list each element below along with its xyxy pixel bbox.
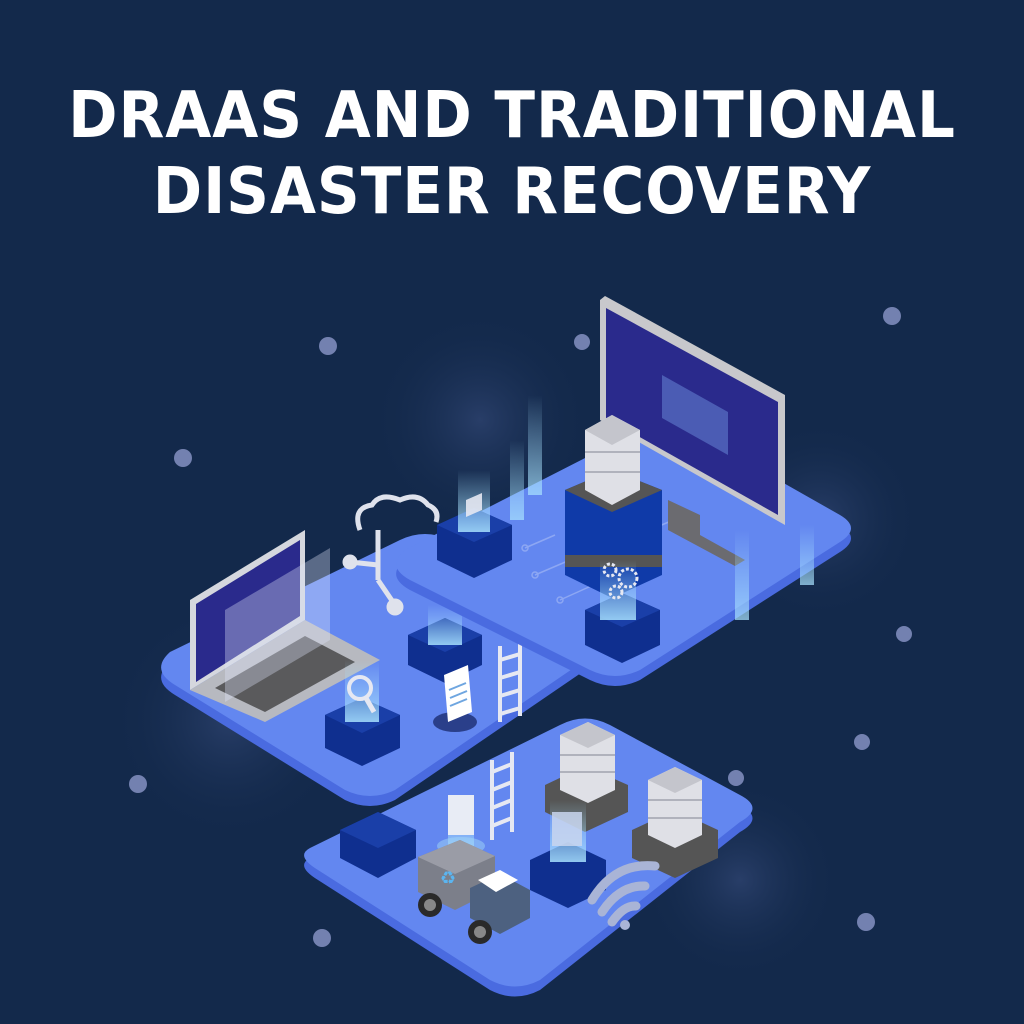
database-server-icon <box>565 415 662 598</box>
glass-block <box>408 605 482 683</box>
cloud-network-icon <box>342 494 440 616</box>
bottom-platform: ♻ <box>304 718 753 997</box>
title-line-2: DISASTER RECOVERY <box>152 155 872 229</box>
svg-text:♻: ♻ <box>440 868 456 889</box>
laptop-icon <box>190 530 380 722</box>
search-icon <box>325 660 400 766</box>
page-title: DRAAS AND TRADITIONAL DISASTER RECOVERY <box>36 78 988 230</box>
glass-pillars <box>510 395 814 620</box>
title-line-1: DRAAS AND TRADITIONAL <box>68 79 956 153</box>
top-platform <box>396 296 851 686</box>
gears-icon <box>585 560 660 663</box>
monitor-icon <box>600 296 785 566</box>
recycling-truck-icon: ♻ <box>418 795 530 944</box>
folder-icon <box>530 800 606 908</box>
ladder-icon <box>498 640 522 722</box>
ladder-icon <box>490 752 514 840</box>
wifi-icon <box>587 861 660 930</box>
database-server-icon <box>632 767 718 878</box>
bokeh-dots <box>129 307 912 947</box>
download-icon <box>437 470 512 578</box>
document-icon <box>433 665 477 732</box>
glass-block <box>340 812 416 878</box>
middle-platform <box>161 494 611 806</box>
